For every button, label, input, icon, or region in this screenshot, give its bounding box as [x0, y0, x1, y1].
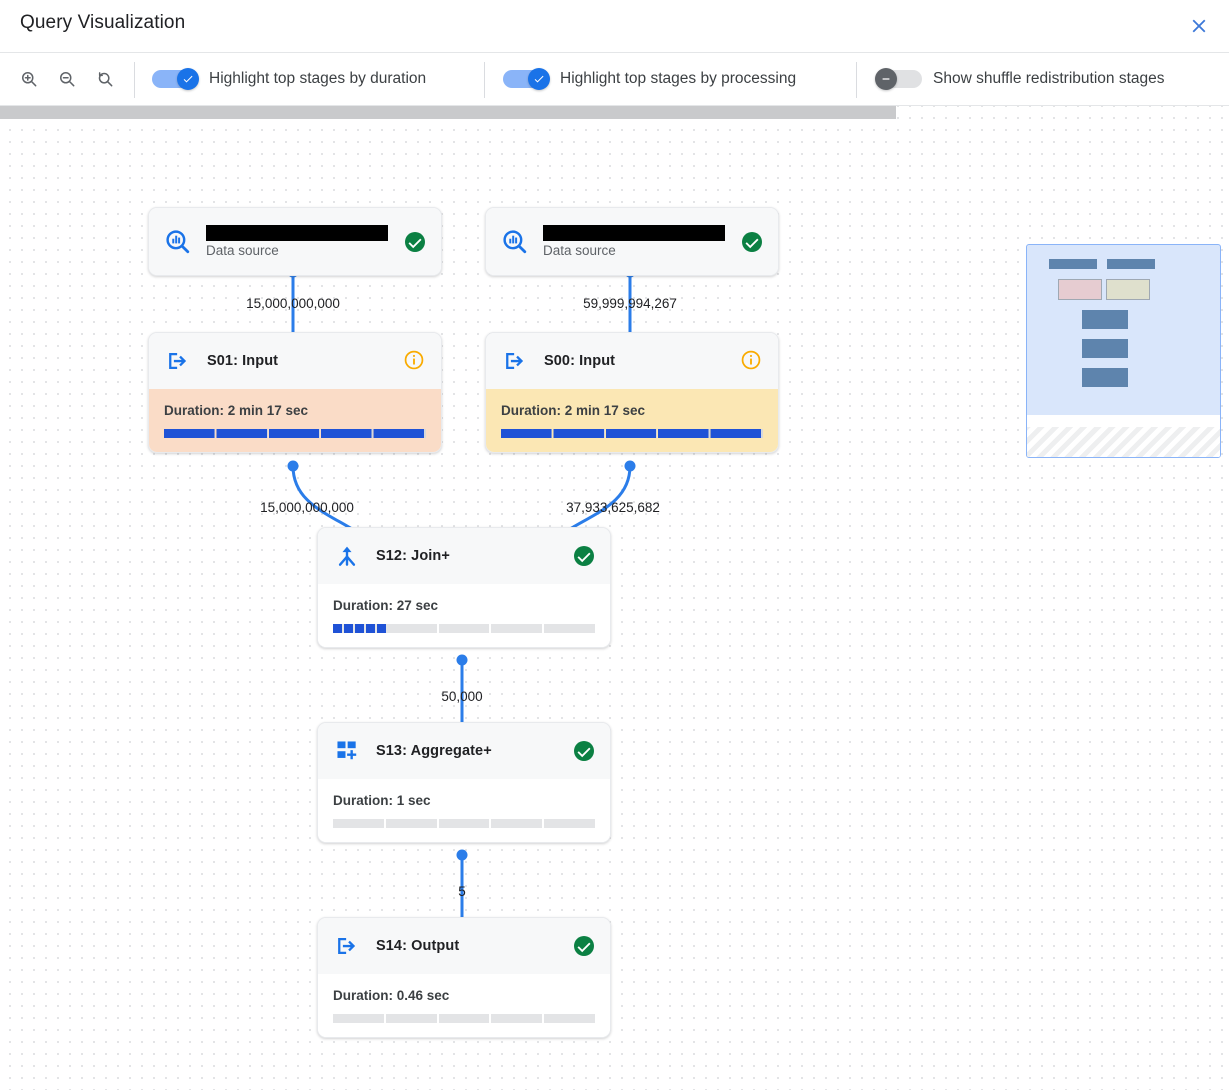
minimap-node-highlight-duration	[1058, 279, 1102, 300]
minimap-node	[1082, 339, 1128, 358]
node-header: S01: Input	[149, 333, 441, 389]
aggregate-squares-icon	[332, 736, 362, 766]
toggle-switch-processing[interactable]	[503, 68, 550, 90]
zoom-controls	[10, 53, 124, 105]
node-title: S12: Join+	[376, 548, 450, 564]
node-title: S01: Input	[207, 353, 279, 369]
node-title: S14: Output	[376, 938, 460, 954]
edge-label-s13-s14: 5	[458, 884, 466, 899]
redacted-datasource-name	[543, 225, 725, 241]
status-badge-success	[572, 934, 596, 958]
node-data-source-right[interactable]: Data source	[485, 207, 779, 276]
progress-bar	[164, 429, 426, 438]
toolbar-separator-2	[484, 62, 485, 98]
progress-bar-fill	[164, 429, 426, 438]
toggle-label-shuffle: Show shuffle redistribution stages	[933, 70, 1165, 87]
toolbar-separator-3	[856, 62, 857, 98]
minimap-node	[1107, 259, 1155, 269]
progress-bar-fill	[333, 624, 389, 633]
duration-label: Duration: 2 min 17 sec	[501, 403, 646, 418]
node-data-source-left[interactable]: Data source	[148, 207, 442, 276]
redacted-datasource-name	[206, 225, 388, 241]
node-header: S00: Input	[486, 333, 778, 389]
minimap-hatched-area	[1027, 427, 1220, 457]
node-stage-s01[interactable]: S01: Input Duration: 2 min 17 sec	[148, 332, 442, 453]
node-stage-s14[interactable]: S14: Output Duration: 0.46 sec	[317, 917, 611, 1038]
toggle-highlight-duration[interactable]: Highlight top stages by duration	[152, 53, 426, 105]
graph-minimap[interactable]	[1026, 244, 1221, 458]
status-badge-success	[740, 230, 764, 254]
node-title: S00: Input	[544, 353, 616, 369]
page-header: Query Visualization	[0, 0, 1229, 52]
progress-bar-fill	[501, 429, 763, 438]
node-body: Duration: 2 min 17 sec	[149, 389, 441, 452]
progress-bar	[333, 819, 595, 828]
duration-label: Duration: 1 sec	[333, 793, 431, 808]
zoom-out-icon[interactable]	[48, 60, 86, 98]
node-header: S12: Join+	[318, 528, 610, 584]
graph-canvas[interactable]: 15,000,000,000 59,999,994,267 15,000,000…	[0, 106, 1229, 1090]
status-badge-success	[572, 544, 596, 568]
node-title: S13: Aggregate+	[376, 743, 492, 759]
data-source-subtitle: Data source	[206, 243, 279, 258]
toggle-label-duration: Highlight top stages by duration	[209, 70, 427, 87]
horizontal-scrollbar-thumb[interactable]	[0, 106, 896, 119]
node-body: Duration: 27 sec	[318, 584, 610, 647]
data-source-subtitle: Data source	[543, 243, 616, 258]
data-source-search-icon	[163, 227, 193, 257]
minimap-node-highlight-processing	[1106, 279, 1150, 300]
node-stage-s12[interactable]: S12: Join+ Duration: 27 sec	[317, 527, 611, 648]
edge-label-s12-s13: 50,000	[441, 689, 483, 704]
node-header: S13: Aggregate+	[318, 723, 610, 779]
page-title: Query Visualization	[20, 12, 186, 33]
zoom-in-icon[interactable]	[10, 60, 48, 98]
toggle-label-processing: Highlight top stages by processing	[560, 70, 797, 87]
input-arrow-icon	[500, 346, 530, 376]
duration-label: Duration: 0.46 sec	[333, 988, 450, 1003]
node-body: Duration: 1 sec	[318, 779, 610, 842]
data-source-text: Data source	[543, 225, 725, 258]
node-header: Data source	[486, 208, 778, 275]
minimap-node	[1082, 310, 1128, 329]
status-badge-info[interactable]	[740, 349, 764, 373]
progress-bar	[333, 1014, 595, 1023]
node-body: Duration: 0.46 sec	[318, 974, 610, 1037]
edge-label-ds-left: 15,000,000,000	[246, 296, 340, 311]
close-icon[interactable]	[1181, 8, 1217, 44]
duration-label: Duration: 27 sec	[333, 598, 439, 613]
node-body: Duration: 2 min 17 sec	[486, 389, 778, 452]
node-header: Data source	[149, 208, 441, 275]
visualization-toolbar: Highlight top stages by duration Highlig…	[0, 52, 1229, 106]
edge-label-s01-s12: 15,000,000,000	[260, 500, 354, 515]
toggle-show-shuffle[interactable]: Show shuffle redistribution stages	[875, 53, 1165, 105]
input-arrow-icon	[163, 346, 193, 376]
data-source-text: Data source	[206, 225, 388, 258]
toggle-switch-duration[interactable]	[152, 68, 199, 90]
progress-bar	[333, 624, 595, 633]
node-header: S14: Output	[318, 918, 610, 974]
horizontal-scrollbar[interactable]	[0, 106, 1229, 119]
zoom-reset-icon[interactable]	[86, 60, 124, 98]
progress-bar-fill	[333, 819, 336, 828]
minimap-node	[1082, 368, 1128, 387]
join-merge-icon	[332, 541, 362, 571]
output-arrow-icon	[332, 931, 362, 961]
minimap-node	[1049, 259, 1097, 269]
status-badge-success	[572, 739, 596, 763]
duration-label: Duration: 2 min 17 sec	[164, 403, 309, 418]
node-stage-s00[interactable]: S00: Input Duration: 2 min 17 sec	[485, 332, 779, 453]
data-source-search-icon	[500, 227, 530, 257]
node-stage-s13[interactable]: S13: Aggregate+ Duration: 1 sec	[317, 722, 611, 843]
status-badge-success	[403, 230, 427, 254]
toggle-highlight-processing[interactable]: Highlight top stages by processing	[503, 53, 796, 105]
edge-label-ds-right: 59,999,994,267	[583, 296, 677, 311]
status-badge-info[interactable]	[403, 349, 427, 373]
edge-label-s00-s12: 37,933,625,682	[566, 500, 660, 515]
toggle-switch-shuffle[interactable]	[875, 68, 922, 90]
toolbar-separator-1	[134, 62, 135, 98]
progress-bar	[501, 429, 763, 438]
